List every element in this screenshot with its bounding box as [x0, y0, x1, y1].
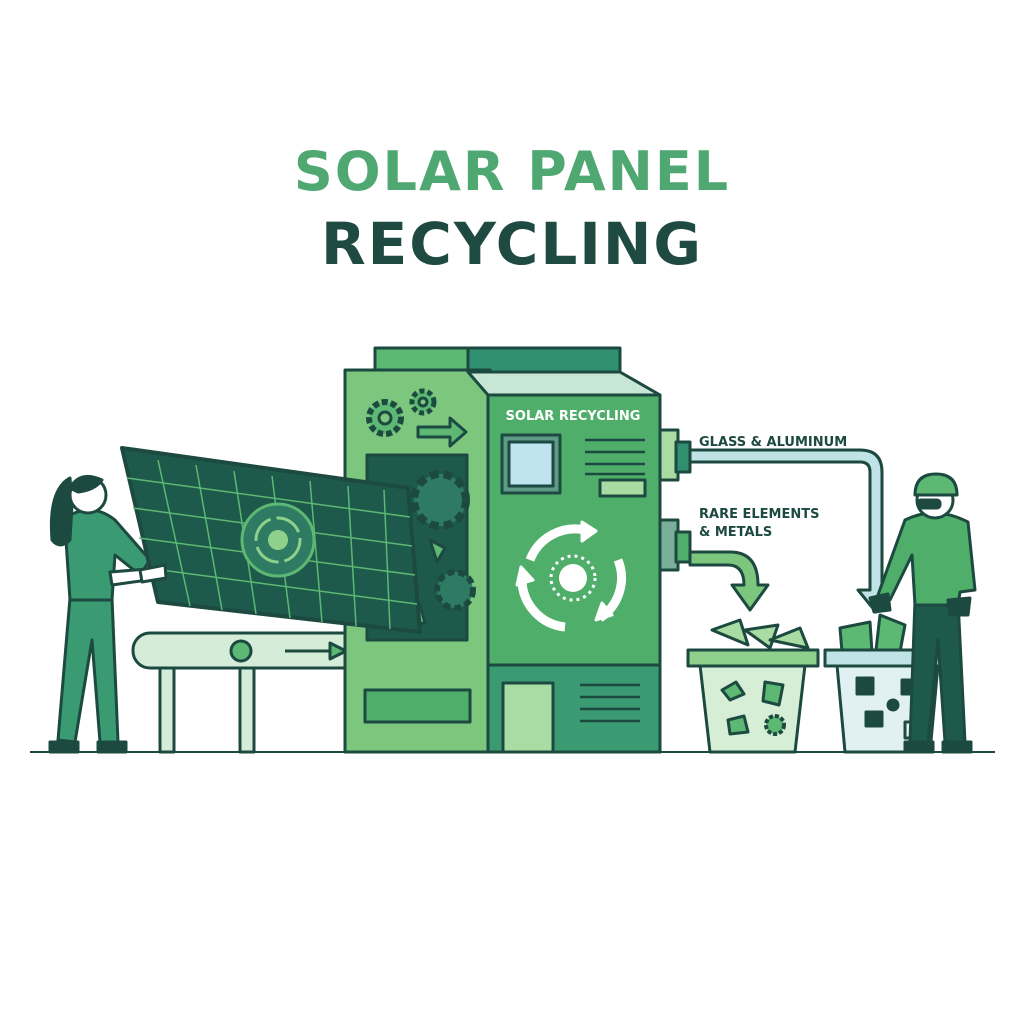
solar-panel	[120, 446, 422, 634]
machine-door[interactable]	[501, 681, 555, 754]
output-label-glass-aluminum: GLASS & ALUMINUM	[699, 435, 847, 450]
arrow-right-icon	[416, 416, 468, 448]
worker-man	[868, 472, 977, 754]
output-label-rare-elements-line2: & METALS	[699, 525, 772, 540]
output-label-rare-elements-line1: RARE ELEMENTS	[699, 507, 819, 522]
machine-panel	[363, 688, 472, 724]
title-line-1: SOLAR PANEL	[293, 140, 731, 203]
bin-rare-elements-metals	[686, 618, 820, 754]
gears-icon	[366, 388, 437, 437]
recycle-sun-icon	[515, 520, 626, 632]
machine-top-cap	[373, 346, 472, 374]
machine-label: SOLAR RECYCLING	[506, 409, 641, 424]
rare-metals-pipe	[688, 550, 770, 612]
title-line-2: RECYCLING	[320, 210, 704, 278]
